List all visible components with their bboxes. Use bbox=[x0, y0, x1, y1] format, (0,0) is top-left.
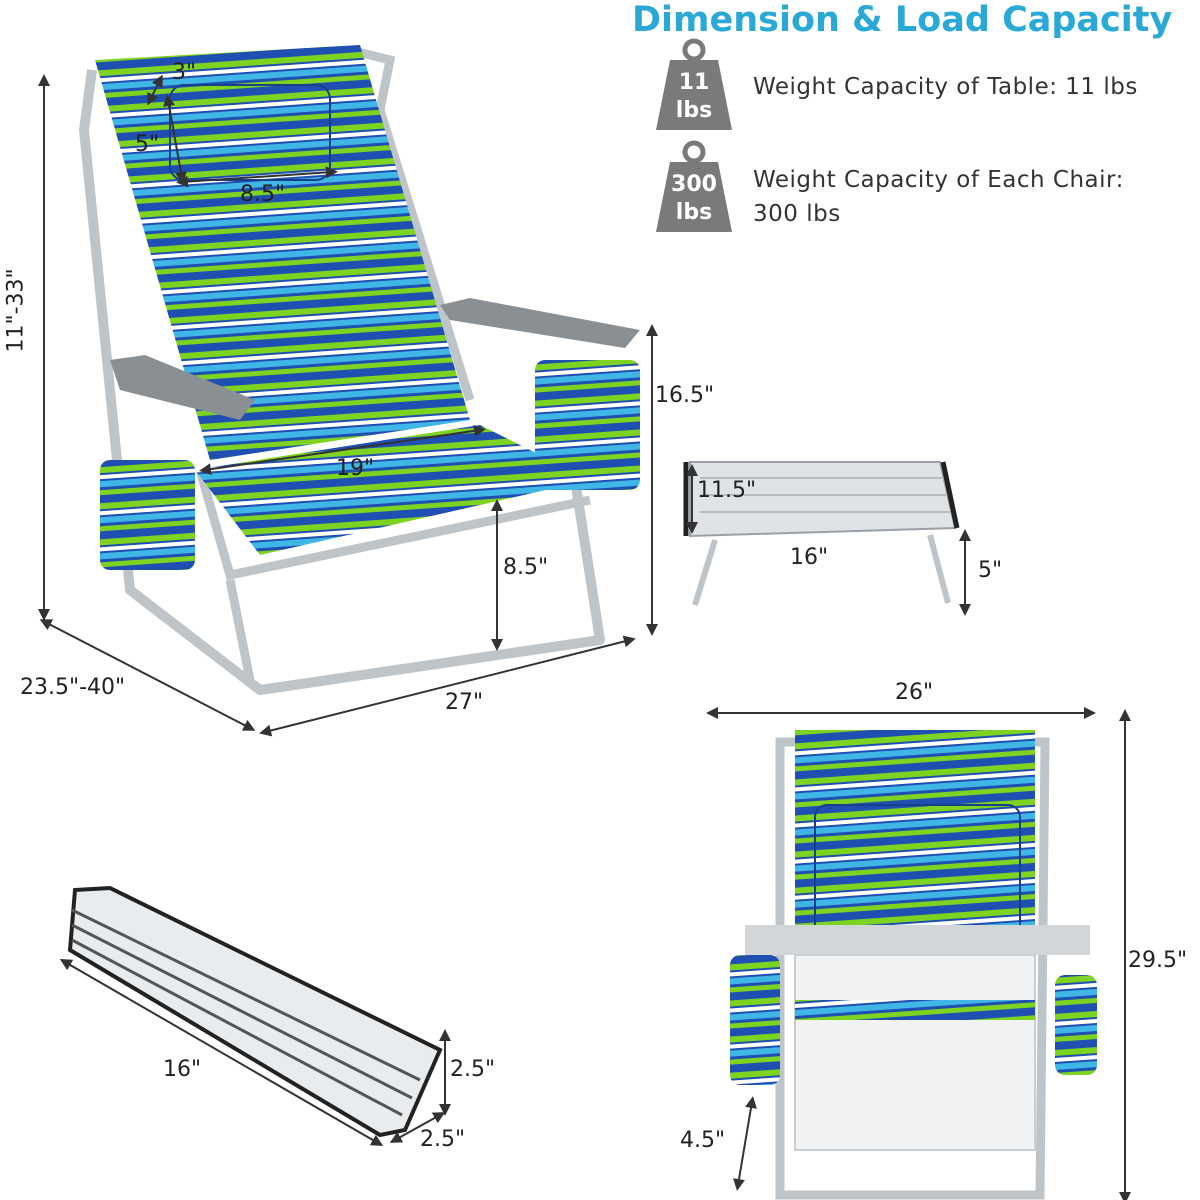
chair-depth-label: 23.5"-40" bbox=[20, 675, 126, 700]
weight-value: 11 bbox=[678, 70, 710, 95]
pillow-width-label: 8.5" bbox=[240, 182, 286, 207]
chair-capacity-text-line2: 300 lbs bbox=[753, 201, 841, 227]
chair-width-label: 27" bbox=[445, 690, 484, 715]
table-height-label: 5" bbox=[978, 558, 1003, 583]
folded-table bbox=[67, 885, 443, 1138]
seat-height-label: 8.5" bbox=[503, 555, 549, 580]
weight-unit: lbs bbox=[675, 98, 713, 123]
pillow-height-label: 5" bbox=[135, 132, 160, 157]
folded-table-height-label: 2.5" bbox=[450, 1057, 496, 1082]
table-depth-label: 11.5" bbox=[697, 478, 757, 503]
arm-height-label: 16.5" bbox=[655, 383, 715, 408]
table-capacity-text: Weight Capacity of Table: 11 lbs bbox=[753, 74, 1138, 100]
folded-chair bbox=[730, 730, 1097, 1200]
weight-icon-table: 11 lbs bbox=[656, 38, 732, 134]
weight-value: 300 bbox=[671, 172, 717, 197]
chair-height-label: 11"-33" bbox=[3, 268, 29, 353]
weight-unit: lbs bbox=[675, 200, 713, 225]
weight-icon-chair: 300 lbs bbox=[656, 140, 732, 236]
beach-chair bbox=[79, 45, 640, 695]
folded-table-length-label: 16" bbox=[163, 1057, 202, 1082]
folded-chair-width-label: 26" bbox=[895, 680, 934, 705]
folded-table-width-label: 2.5" bbox=[420, 1127, 466, 1152]
seat-width-label: 19" bbox=[336, 456, 375, 481]
table-width-label: 16" bbox=[790, 545, 829, 570]
chair-capacity-text-line1: Weight Capacity of Each Chair: bbox=[753, 167, 1124, 193]
page-title: Dimension & Load Capacity bbox=[632, 0, 1173, 40]
folded-chair-height-label: 29.5" bbox=[1128, 948, 1188, 973]
folded-chair-thickness-label: 4.5" bbox=[680, 1128, 726, 1153]
pillow-depth-label: 3" bbox=[172, 60, 197, 85]
